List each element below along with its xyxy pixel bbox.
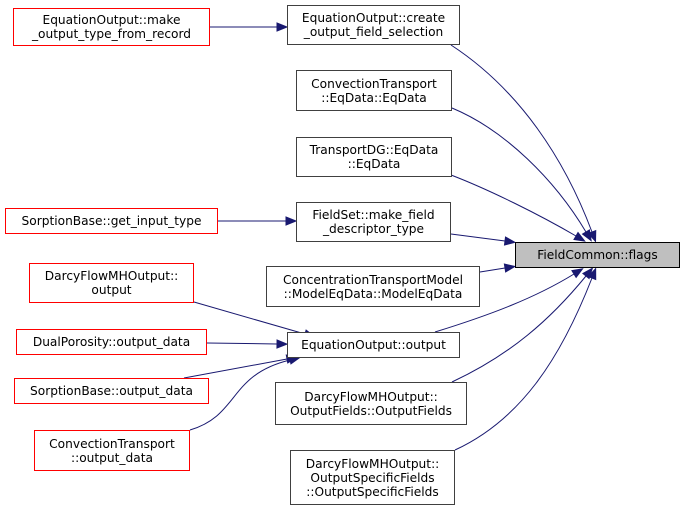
node-create-output-field-selection[interactable]: EquationOutput::create_output_field_sele… [287,5,460,45]
node-label-line: ::output_data [71,450,153,465]
edge-fieldset_make_field-to-flags [450,233,517,246]
node-label-line: ::OutputSpecificFields [306,484,439,499]
edge-line [451,107,587,233]
node-darcy-outputfields[interactable]: DarcyFlowMHOutput::OutputFields::OutputF… [275,382,467,425]
node-label-line: SorptionBase::output_data [30,384,193,398]
edge-line [183,358,288,379]
node-darcy-output[interactable]: DarcyFlowMHOutput::output [29,263,194,303]
edge-darcy_outputspecific-to-flags [454,267,597,451]
node-label-line: DarcyFlowMHOutput:: [44,269,179,283]
edge-line [434,273,575,333]
node-label-line: ConvectionTransport [49,436,175,451]
edge-line [450,44,593,233]
node-label-line: FieldCommon::flags [537,248,658,262]
arrowhead-icon [503,263,517,273]
node-label-line: ::EqData [347,157,401,171]
arrowhead-icon [285,216,298,226]
node-ct-eqdata[interactable]: ConvectionTransport::EqData::EqData [296,70,452,111]
edge-line [206,342,278,345]
node-label: ConcentrationTransportModel::ModelEqData… [283,273,463,301]
edge-ct_output_data-to-equation_output_output [189,355,302,431]
node-label: TransportDG::EqData::EqData [310,143,439,171]
arrowhead-icon [573,231,586,242]
node-darcy-outputspecific[interactable]: DarcyFlowMHOutput::OutputSpecificFields:… [290,450,455,505]
edge-sorption_output_data-to-equation_output_output [183,354,299,379]
node-equation-output-output[interactable]: EquationOutput::output [287,332,460,358]
arrowhead-icon [503,236,517,246]
arrowhead-icon [276,22,289,32]
arrowhead-icon [571,268,584,279]
node-label: FieldCommon::flags [537,248,657,262]
edge-tdg_eqdata-to-flags [450,174,586,242]
edge-line [189,359,291,431]
node-label-line: EquationOutput::output [301,338,446,352]
node-label-line: DarcyFlowMHOutput:: [305,456,440,471]
node-sorption-output-data[interactable]: SorptionBase::output_data [14,378,209,404]
edge-line [454,277,593,451]
node-label-line: EquationOutput::make [42,13,181,27]
node-label-line: _output_type_from_record [31,27,192,41]
arrowhead-icon [587,267,597,281]
edge-line [479,267,506,273]
focus-node-fieldcommon-flags: FieldCommon::flags [515,242,680,268]
node-label: DarcyFlowMHOutput::OutputSpecificFields:… [306,457,440,499]
node-fieldset-make-field[interactable]: FieldSet::make_field_descriptor_type [296,202,451,242]
node-label-line: DualPorosity::output_data [32,335,191,349]
edge-line [451,275,587,383]
node-label: DarcyFlowMHOutput::output [45,269,179,297]
node-label: SorptionBase::get_input_type [22,214,202,228]
node-label: DarcyFlowMHOutput::OutputFields::OutputF… [290,390,452,418]
node-label-line: output [91,283,132,297]
node-label: EquationOutput::output [301,338,446,352]
node-label: SorptionBase::output_data [30,384,193,398]
node-label-line: SorptionBase::get_input_type [21,214,202,228]
node-make-output-type[interactable]: EquationOutput::make_output_type_from_re… [13,8,210,46]
node-label: FieldSet::make_field_descriptor_type [312,208,434,236]
node-label-line: ::EqData::EqData [321,90,427,105]
node-ct-output-data[interactable]: ConvectionTransport::output_data [34,430,190,471]
node-sorption-get-input-type[interactable]: SorptionBase::get_input_type [5,208,218,234]
node-label-line: DarcyFlowMHOutput:: [304,389,438,404]
node-label-line: EquationOutput::create [301,11,446,25]
node-label: DualPorosity::output_data [33,335,190,349]
arrowhead-icon [581,229,592,242]
edge-create_output_field_selection-to-flags [450,44,597,243]
node-label-line: _output_field_selection [303,25,444,39]
node-tdg-eqdata[interactable]: TransportDG::EqData::EqData [296,137,452,177]
node-label-line: ConvectionTransport [311,76,437,91]
node-label-line: ::ModelEqData::ModelEqData [283,286,463,301]
node-label-line: OutputSpecificFields [310,470,435,485]
node-label-line: ConcentrationTransportModel [283,272,463,287]
node-label-line: OutputFields::OutputFields [290,403,452,418]
node-label-line: FieldSet::make_field [312,208,435,222]
edge-ctm_modeleqdata-to-flags [479,263,517,273]
node-label: EquationOutput::make_output_type_from_re… [32,13,191,41]
node-label-line: _descriptor_type [322,222,425,236]
arrowhead-icon [276,339,289,349]
node-label: ConvectionTransport::output_data [49,437,175,465]
edge-sorption_get_input_type-to-fieldset_make_field [218,216,298,226]
edge-ct_eqdata-to-flags [451,107,592,242]
edge-equation_output_output-to-flags [434,268,584,333]
node-dual-porosity-output[interactable]: DualPorosity::output_data [16,329,207,355]
node-label: EquationOutput::create_output_field_sele… [302,11,445,39]
edge-line [193,301,306,335]
edge-make_output_type-to-create_output_field_selection [210,22,289,32]
edge-dual_porosity_output-to-equation_output_output [206,339,289,349]
node-label-line: TransportDG::EqData [309,143,439,157]
node-ctm-modeleqdata[interactable]: ConcentrationTransportModel::ModelEqData… [266,266,480,307]
node-label: ConvectionTransport::EqData::EqData [311,77,437,105]
edge-line [450,233,506,242]
edge-line [450,174,577,237]
